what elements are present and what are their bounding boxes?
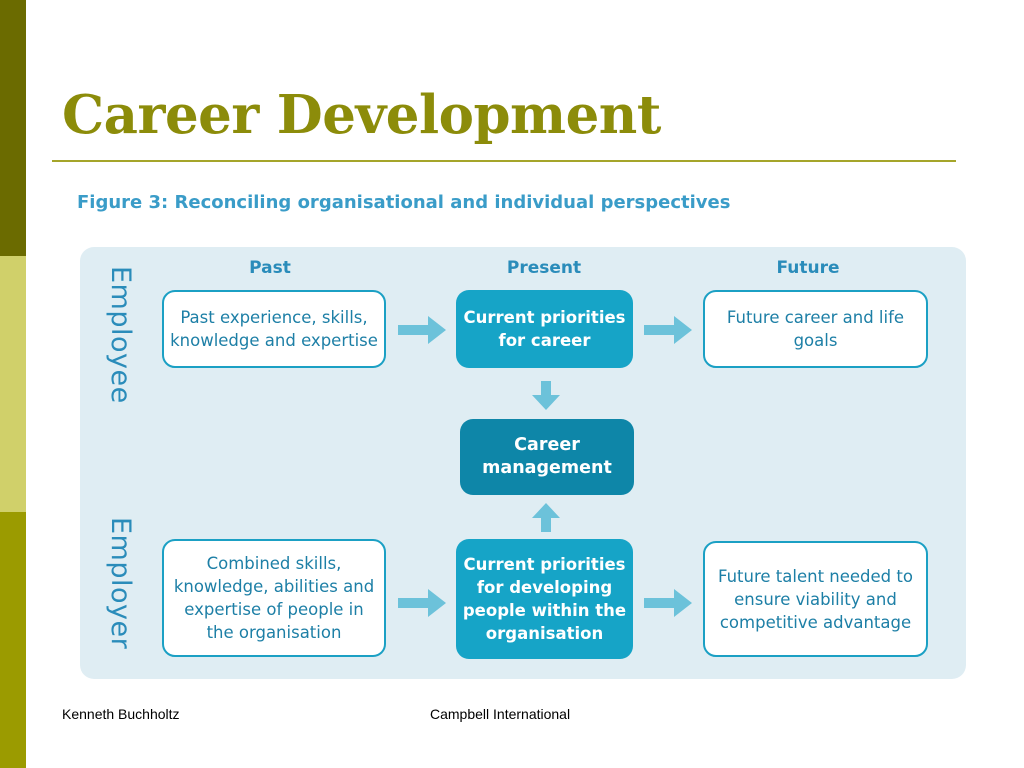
- arrow-right-icon: [644, 316, 692, 344]
- figure-caption: Figure 3: Reconciling organisational and…: [77, 192, 731, 213]
- sidebar-accent: [0, 0, 26, 768]
- row-label-employee: Employee: [105, 266, 136, 404]
- box-career-management: Career management: [460, 419, 634, 495]
- box-employer-present: Current priorities for developing people…: [456, 539, 633, 659]
- footer-organization: Campbell International: [430, 706, 571, 722]
- sidebar-segment-top: [0, 0, 26, 256]
- box-employee-present: Current priorities for career: [456, 290, 633, 368]
- slide-title: Career Development: [62, 84, 661, 146]
- box-employee-past: Past experience, skills, knowledge and e…: [162, 290, 386, 368]
- sidebar-segment-bottom: [0, 512, 26, 768]
- row-label-employer: Employer: [105, 517, 136, 650]
- arrow-up-icon: [532, 503, 560, 532]
- column-header-present: Present: [506, 258, 582, 278]
- box-employer-past: Combined skills, knowledge, abilities an…: [162, 539, 386, 657]
- column-header-future: Future: [776, 258, 840, 278]
- arrow-right-icon: [398, 316, 446, 344]
- arrow-right-icon: [398, 589, 446, 617]
- arrow-right-icon: [644, 589, 692, 617]
- box-employee-future: Future career and life goals: [703, 290, 928, 368]
- arrow-down-icon: [532, 381, 560, 410]
- column-header-past: Past: [249, 258, 291, 278]
- footer-author: Kenneth Buchholtz: [62, 706, 180, 722]
- title-underline: [52, 160, 956, 162]
- sidebar-segment-middle: [0, 256, 26, 512]
- box-employer-future: Future talent needed to ensure viability…: [703, 541, 928, 657]
